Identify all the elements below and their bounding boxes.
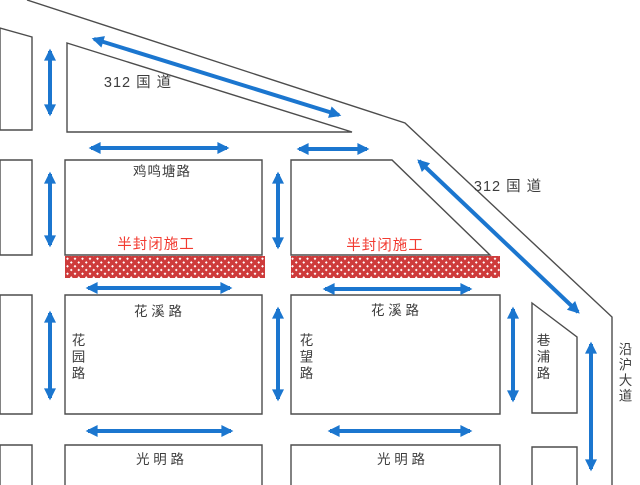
city-block-row2-far-left bbox=[0, 159, 33, 256]
construction-zone-hatch-2 bbox=[291, 256, 500, 278]
construction-label-2: 半封闭施工 bbox=[346, 237, 424, 254]
road-label-g312-right: 312 国 道 bbox=[474, 178, 542, 195]
road-label-huaxi-west: 花 溪 路 bbox=[134, 304, 183, 319]
road-label-guangming-west: 光 明 路 bbox=[136, 452, 185, 467]
city-block-row3-far-left bbox=[0, 294, 33, 415]
two-way-arrow-g312-upper bbox=[91, 36, 342, 118]
city-block-top-far-left bbox=[0, 27, 33, 131]
city-block-xiangpu bbox=[531, 301, 578, 414]
city-block-row4-far-left bbox=[0, 444, 33, 485]
road-label-huawang: 花望路 bbox=[298, 333, 314, 383]
city-block-jimingtang-west bbox=[64, 159, 263, 256]
construction-label-1: 半封闭施工 bbox=[117, 236, 195, 253]
city-block-row4-xiangpu bbox=[531, 446, 578, 485]
city-block-guangming-east bbox=[290, 444, 501, 485]
city-block-guangming-west bbox=[64, 444, 263, 485]
road-label-guangming-east: 光 明 路 bbox=[377, 452, 426, 467]
two-way-arrow-g312-lower bbox=[417, 159, 580, 314]
road-label-yanhu-avenue: 沿沪大道 bbox=[617, 342, 633, 404]
road-label-jimingtang: 鸡鸣塘路 bbox=[133, 163, 191, 179]
road-label-huayuan: 花园路 bbox=[70, 333, 86, 383]
construction-zone-hatch-1 bbox=[65, 256, 265, 278]
road-label-g312-top: 312 国 道 bbox=[104, 74, 172, 91]
city-block-huaxi-west bbox=[64, 294, 263, 415]
road-label-huaxi-east: 花 溪 路 bbox=[371, 303, 420, 318]
road-label-xiangpu: 巷浦路 bbox=[535, 333, 551, 383]
